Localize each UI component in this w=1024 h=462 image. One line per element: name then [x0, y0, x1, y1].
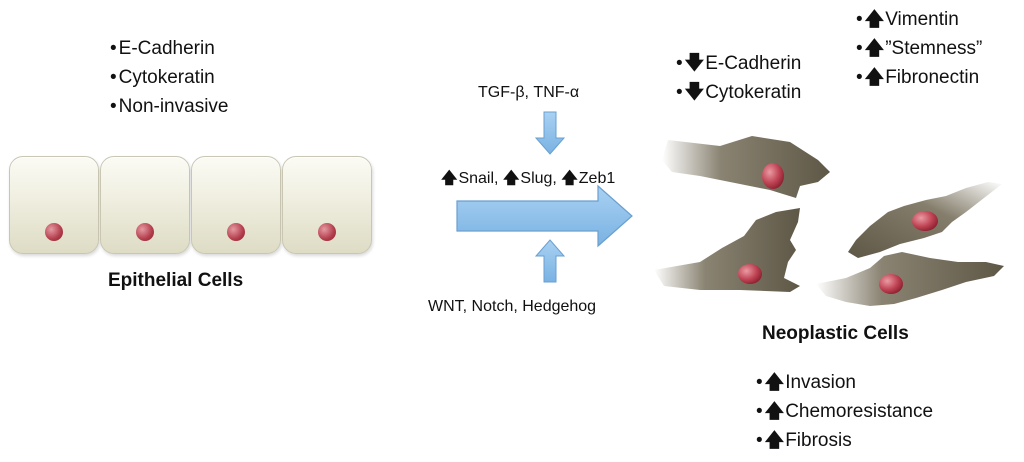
- increased-marker: •🡅Fibronectin: [856, 63, 982, 92]
- increased-marker: •🡅Vimentin: [856, 5, 982, 34]
- cell-nucleus: [738, 264, 762, 284]
- cell-nucleus: [912, 211, 938, 231]
- neoplastic-cell: [816, 252, 1004, 306]
- increased-marker: •🡅Chemoresistance: [756, 397, 933, 426]
- increased-marker-list-top: •🡅Vimentin •🡅”Stemness” •🡅Fibronectin: [856, 5, 982, 92]
- up-arrow-icon: 🡅: [765, 426, 785, 455]
- neoplastic-cells-label: Neoplastic Cells: [762, 323, 909, 345]
- cell-nucleus: [762, 163, 784, 189]
- up-arrow-icon: 🡅: [765, 368, 785, 397]
- increased-marker-list-bottom: •🡅Invasion •🡅Chemoresistance •🡅Fibrosis: [756, 368, 933, 455]
- increased-marker: •🡅Fibrosis: [756, 426, 933, 455]
- increased-marker: •🡅Invasion: [756, 368, 933, 397]
- decreased-marker: •🡇Cytokeratin: [676, 78, 801, 107]
- down-arrow-icon: 🡇: [685, 78, 705, 107]
- up-arrow-icon: 🡅: [865, 34, 885, 63]
- up-arrow-icon: 🡅: [765, 397, 785, 426]
- decreased-marker: •🡇E-Cadherin: [676, 49, 801, 78]
- up-arrow-icon: 🡅: [865, 5, 885, 34]
- down-arrow-icon: 🡇: [685, 49, 705, 78]
- cell-nucleus: [879, 274, 903, 294]
- decreased-marker-list: •🡇E-Cadherin •🡇Cytokeratin: [676, 49, 801, 107]
- up-arrow-icon: 🡅: [865, 63, 885, 92]
- neoplastic-cell: [662, 136, 830, 198]
- neoplastic-cell: [654, 208, 800, 292]
- increased-marker: •🡅”Stemness”: [856, 34, 982, 63]
